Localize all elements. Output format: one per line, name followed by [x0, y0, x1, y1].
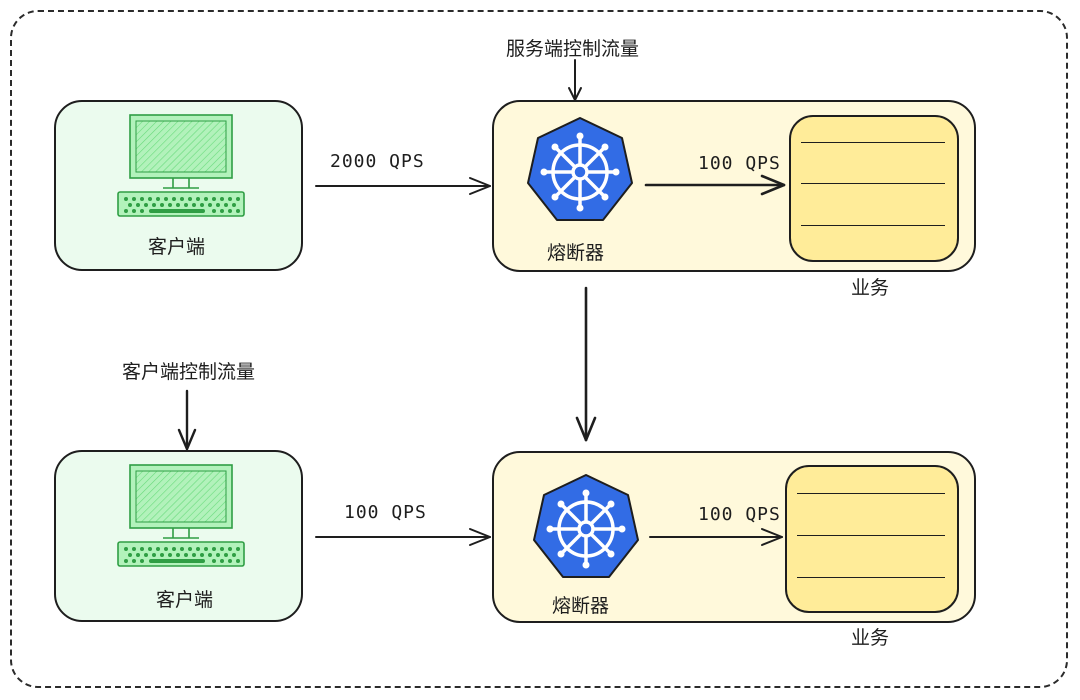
arrow-icon	[315, 177, 491, 195]
bottom-service-label: 业务	[851, 627, 890, 649]
arrow-icon	[177, 389, 197, 451]
helm-wheel-icon	[527, 117, 633, 221]
bottom-service-qps: 100 QPS	[698, 504, 781, 525]
top-service-label: 业务	[851, 277, 890, 299]
arrow-icon	[649, 528, 783, 546]
bottom-client-label: 客户端	[156, 589, 214, 611]
helm-wheel-icon	[533, 474, 639, 578]
top-server-box: 熔断器 100 QPS	[492, 100, 976, 272]
bottom-breaker-label: 熔断器	[552, 595, 610, 617]
bottom-service-box	[785, 465, 959, 613]
top-client-qps: 2000 QPS	[330, 151, 425, 172]
top-breaker-label: 熔断器	[547, 242, 605, 264]
top-service-qps: 100 QPS	[698, 153, 781, 174]
bottom-client-qps: 100 QPS	[344, 502, 427, 523]
arrow-icon	[568, 59, 582, 101]
top-client-box: 客户端	[54, 100, 303, 271]
diagram-frame	[10, 10, 1068, 688]
top-annotation: 服务端控制流量	[506, 38, 640, 60]
computer-icon	[117, 114, 245, 217]
bottom-annotation: 客户端控制流量	[122, 361, 256, 383]
arrow-icon	[644, 174, 786, 196]
computer-icon	[117, 464, 245, 567]
bottom-client-box: 客户端	[54, 450, 303, 622]
arrow-icon	[575, 286, 597, 442]
arrow-icon	[315, 528, 491, 546]
top-client-label: 客户端	[148, 236, 206, 258]
top-service-box	[789, 115, 959, 262]
